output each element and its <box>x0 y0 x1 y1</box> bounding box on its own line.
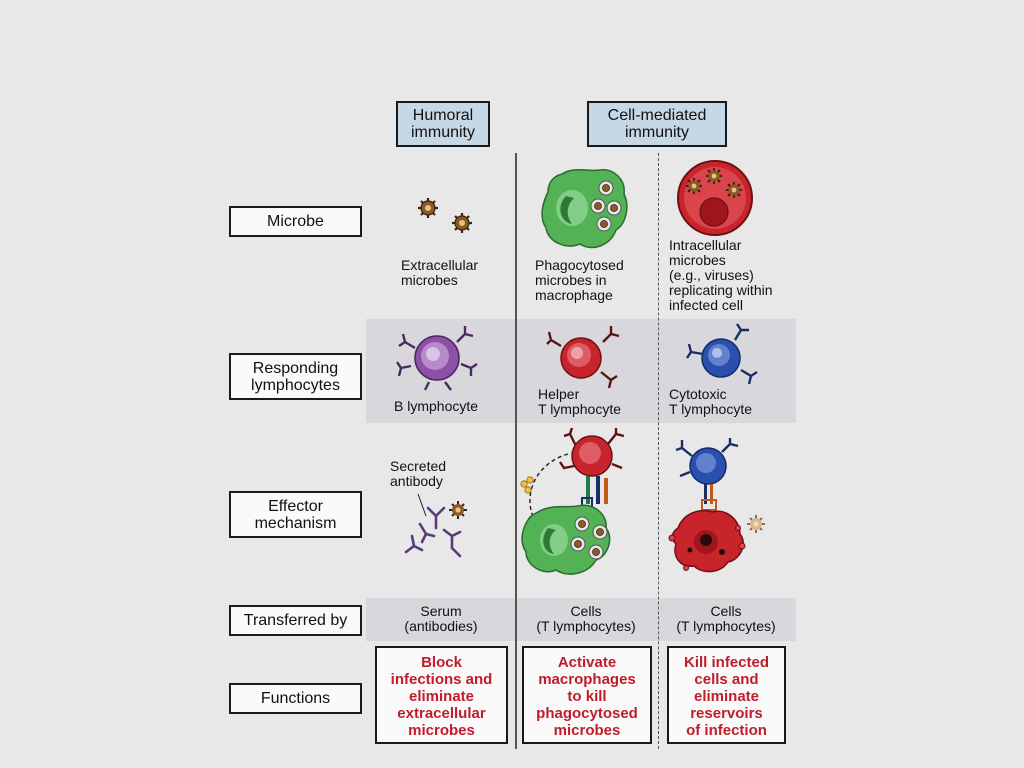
cytotoxic-effector-icon <box>668 438 765 573</box>
header-humoral-line1: Humoral <box>412 107 474 124</box>
function-box-humoral: Block infections and eliminate extracell… <box>375 646 508 744</box>
caption-line: (e.g., viruses) <box>669 267 754 283</box>
caption-line: (T lymphocytes) <box>536 618 636 634</box>
column-divider-solid <box>515 153 517 749</box>
row-label-transferred-text: Transferred by <box>243 612 348 629</box>
caption-line: microbes <box>401 272 458 288</box>
macrophage-icon <box>541 168 628 249</box>
caption-line: macrophage <box>535 287 613 303</box>
extracellular-microbes-icon <box>418 198 472 233</box>
caption-line: Extracellular <box>401 257 479 273</box>
caption-line: T lymphocyte <box>538 401 621 417</box>
function-line: of infection <box>686 722 767 739</box>
function-line: reservoirs <box>690 705 763 722</box>
function-line: Activate <box>557 654 617 671</box>
row-label-transferred: Transferred by <box>229 605 362 636</box>
caption-line: infected cell <box>669 297 743 313</box>
caption-line: Intracellular <box>669 237 742 253</box>
function-line: extracellular <box>397 705 486 722</box>
caption-line: microbes in <box>535 272 607 288</box>
row-label-microbe: Microbe <box>229 206 362 237</box>
helper-t-cell-icon <box>546 326 620 389</box>
function-line: eliminate <box>693 688 760 705</box>
b-lymphocyte-icon <box>396 326 478 391</box>
helper-effector-icon <box>520 428 625 575</box>
caption-line: antibody <box>390 473 443 489</box>
antibody-icon <box>404 493 467 558</box>
row-label-microbe-text: Microbe <box>267 213 324 230</box>
function-line: infections and <box>390 671 493 688</box>
row-label-responding-line1: Responding <box>252 359 339 377</box>
function-line: microbes <box>553 722 621 739</box>
function-line: cells and <box>694 671 759 688</box>
row-label-responding: Responding lymphocytes <box>229 353 362 400</box>
function-line: microbes <box>408 722 475 739</box>
function-box-helper: Activate macrophages to kill phagocytose… <box>522 646 652 744</box>
caption-secreted-antibody: Secreted antibody <box>390 459 446 489</box>
caption-line: replicating within <box>669 282 773 298</box>
caption-line: T lymphocyte <box>669 401 752 417</box>
caption-cytotoxic-t: Cytotoxic T lymphocyte <box>669 387 752 417</box>
row-label-effector: Effector mechanism <box>229 491 362 538</box>
caption-helper-t: Helper T lymphocyte <box>538 387 621 417</box>
caption-phagocytosed-microbes: Phagocytosed microbes in macrophage <box>535 258 624 303</box>
row-label-responding-line2: lymphocytes <box>251 376 340 394</box>
header-cell-mediated: Cell-mediated immunity <box>587 101 727 147</box>
caption-line: Phagocytosed <box>535 257 624 273</box>
transferred-helper: Cells (T lymphocytes) <box>523 604 649 634</box>
header-cell-mediated-line1: Cell-mediated <box>607 107 707 124</box>
caption-b-lymphocyte: B lymphocyte <box>394 398 479 414</box>
caption-line: Cells <box>710 603 742 619</box>
infected-cell-icon <box>677 160 753 236</box>
header-humoral-line2: immunity <box>410 124 475 141</box>
function-line: to kill <box>567 688 607 705</box>
function-line: phagocytosed <box>536 705 638 722</box>
caption-line: Cytotoxic <box>669 386 727 402</box>
caption-line: Secreted <box>390 458 447 474</box>
header-humoral: Humoral immunity <box>396 101 490 147</box>
caption-intracellular-microbes: Intracellular microbes (e.g., viruses) r… <box>669 238 773 313</box>
transferred-row-band <box>366 598 796 641</box>
caption-line: microbes <box>669 252 726 268</box>
header-cell-mediated-line2: immunity <box>624 124 689 141</box>
caption-line: (T lymphocytes) <box>676 618 776 634</box>
row-label-functions: Functions <box>229 683 362 714</box>
cytotoxic-t-cell-icon <box>686 323 758 385</box>
transferred-humoral: Serum (antibodies) <box>381 604 501 634</box>
function-box-cytotoxic: Kill infected cells and eliminate reserv… <box>667 646 786 744</box>
row-label-functions-text: Functions <box>260 690 331 707</box>
row-label-effector-line2: mechanism <box>254 514 337 532</box>
transferred-cytotoxic: Cells (T lymphocytes) <box>663 604 789 634</box>
row-label-effector-line1: Effector <box>268 497 323 515</box>
caption-line: Cells <box>570 603 602 619</box>
caption-extracellular-microbes: Extracellular microbes <box>401 258 478 288</box>
function-line: macrophages <box>538 671 636 688</box>
column-divider-dashed <box>658 153 659 749</box>
caption-line: Helper <box>538 386 580 402</box>
caption-line: (antibodies) <box>404 618 478 634</box>
function-line: eliminate <box>408 688 475 705</box>
caption-line: Serum <box>420 603 462 619</box>
function-line: Kill infected <box>683 654 769 671</box>
function-line: Block <box>421 654 462 671</box>
